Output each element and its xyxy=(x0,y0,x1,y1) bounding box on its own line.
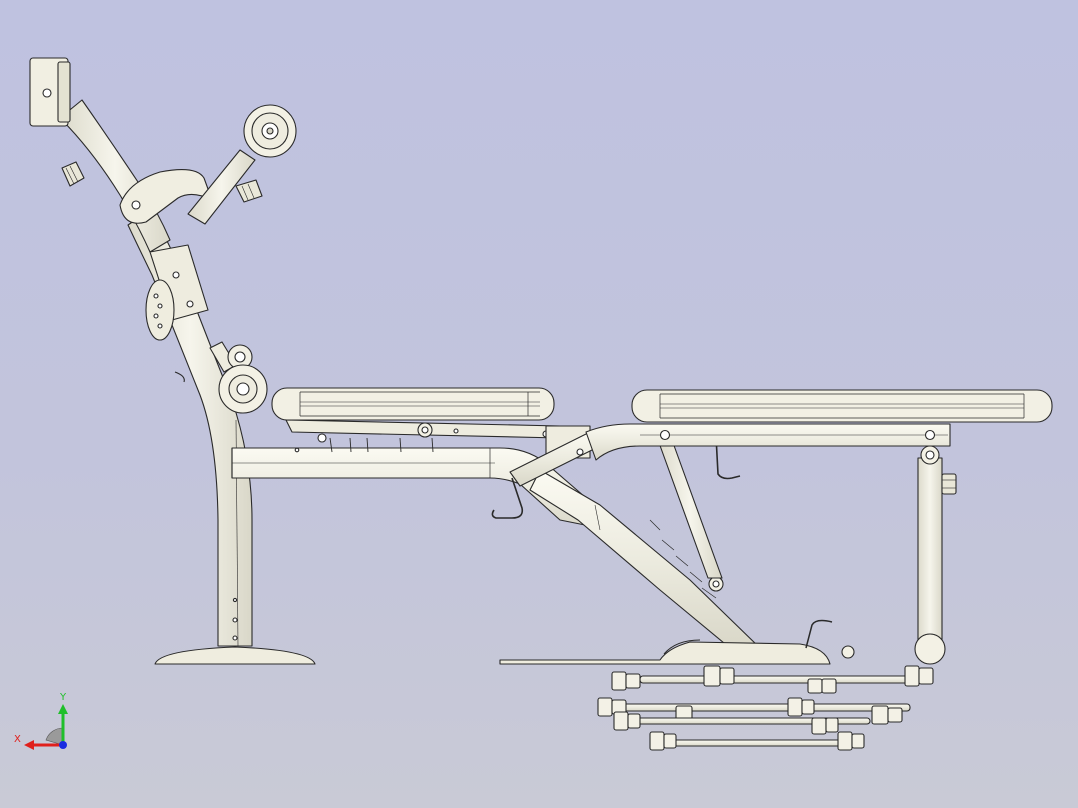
triad-y-label: Y xyxy=(59,692,67,703)
dumbbell-bar-1 xyxy=(611,665,934,694)
rear-strut xyxy=(657,439,723,579)
roller-arm-knob xyxy=(235,179,263,203)
rear-vertical-leg xyxy=(917,457,943,641)
rear-leg-tube xyxy=(529,469,761,649)
front-foot xyxy=(154,646,316,665)
coordinate-triad: Y X xyxy=(14,692,68,750)
dumbbell-bar-2 xyxy=(597,697,911,725)
hook-right xyxy=(715,435,741,480)
back-frame-tube xyxy=(585,423,951,461)
hook-left xyxy=(491,477,524,519)
back-pad xyxy=(631,389,1053,423)
triad-z-axis xyxy=(59,741,67,749)
roller-arm xyxy=(187,149,256,225)
lower-roller xyxy=(218,364,268,414)
hook-rear xyxy=(805,619,833,649)
pivot-bracket xyxy=(119,169,213,224)
seat-pad xyxy=(271,387,555,421)
rear-foot-wheel xyxy=(914,633,946,665)
triad-x-label: X xyxy=(14,734,21,745)
adjust-plate xyxy=(145,279,175,341)
knob-left-top xyxy=(61,161,85,187)
dumbbell-bar-3 xyxy=(613,711,871,735)
rear-base-plate xyxy=(499,641,831,665)
lower-roller-small xyxy=(209,341,253,373)
rear-knob xyxy=(941,473,957,495)
upper-roller xyxy=(243,104,297,158)
dumbbell-bar-4 xyxy=(649,731,865,751)
